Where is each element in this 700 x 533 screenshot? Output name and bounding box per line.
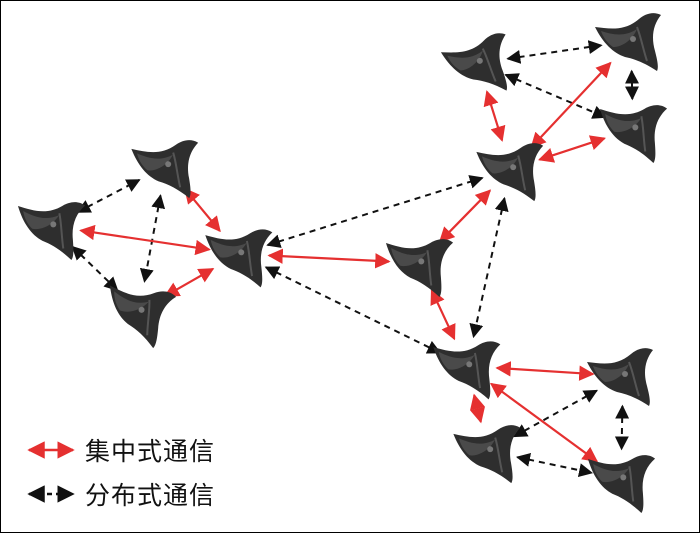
distributed-link (139, 194, 166, 283)
legend-label-centralized: 集中式通信 (85, 437, 216, 466)
centralized-link (530, 61, 612, 149)
uav-drone-icon (438, 31, 512, 98)
legend-item-centralized: 集中式通信 (23, 433, 215, 467)
distributed-link (264, 266, 442, 354)
legend-item-distributed: 分布式通信 (23, 477, 215, 511)
uav-drone-icon (426, 332, 502, 401)
centralized-link (438, 189, 492, 243)
link-layer (71, 40, 640, 478)
uav-drone-icon (9, 191, 87, 262)
centralized-link (470, 393, 485, 424)
uav-drone-icon (586, 347, 654, 407)
red-double-arrow-icon (27, 441, 75, 459)
centralized-link (538, 135, 606, 163)
distributed-link (506, 40, 603, 64)
distributed-link (71, 245, 119, 292)
legend: 集中式通信 分布式通信 (23, 429, 263, 519)
uav-drone-icon (594, 12, 662, 73)
uav-drone-icon (377, 228, 455, 299)
distributed-link (469, 196, 509, 339)
centralized-link (184, 187, 221, 233)
centralized-link (495, 361, 595, 381)
uav-drone-icon (198, 220, 274, 289)
uav-drone-icon (126, 134, 200, 200)
distributed-link (513, 389, 598, 438)
distributed-link (266, 175, 484, 248)
uav-drone-icon (579, 444, 657, 515)
uav-drone-icon (93, 271, 178, 351)
centralized-link (430, 288, 456, 341)
centralized-link (267, 248, 391, 269)
distributed-link (515, 452, 594, 478)
distributed-link (76, 178, 141, 214)
uav-drone-icon (448, 419, 522, 485)
distributed-link (504, 73, 607, 119)
uav-drone-icon (591, 94, 669, 165)
centralized-link (79, 224, 211, 256)
legend-label-distributed: 分布式通信 (85, 481, 216, 510)
black-dashed-double-arrow-icon (27, 485, 75, 503)
distributed-link (624, 69, 640, 101)
centralized-link (163, 267, 215, 298)
centralized-link (483, 90, 506, 142)
uav-drone-icon (471, 137, 545, 203)
distributed-link (614, 404, 630, 451)
